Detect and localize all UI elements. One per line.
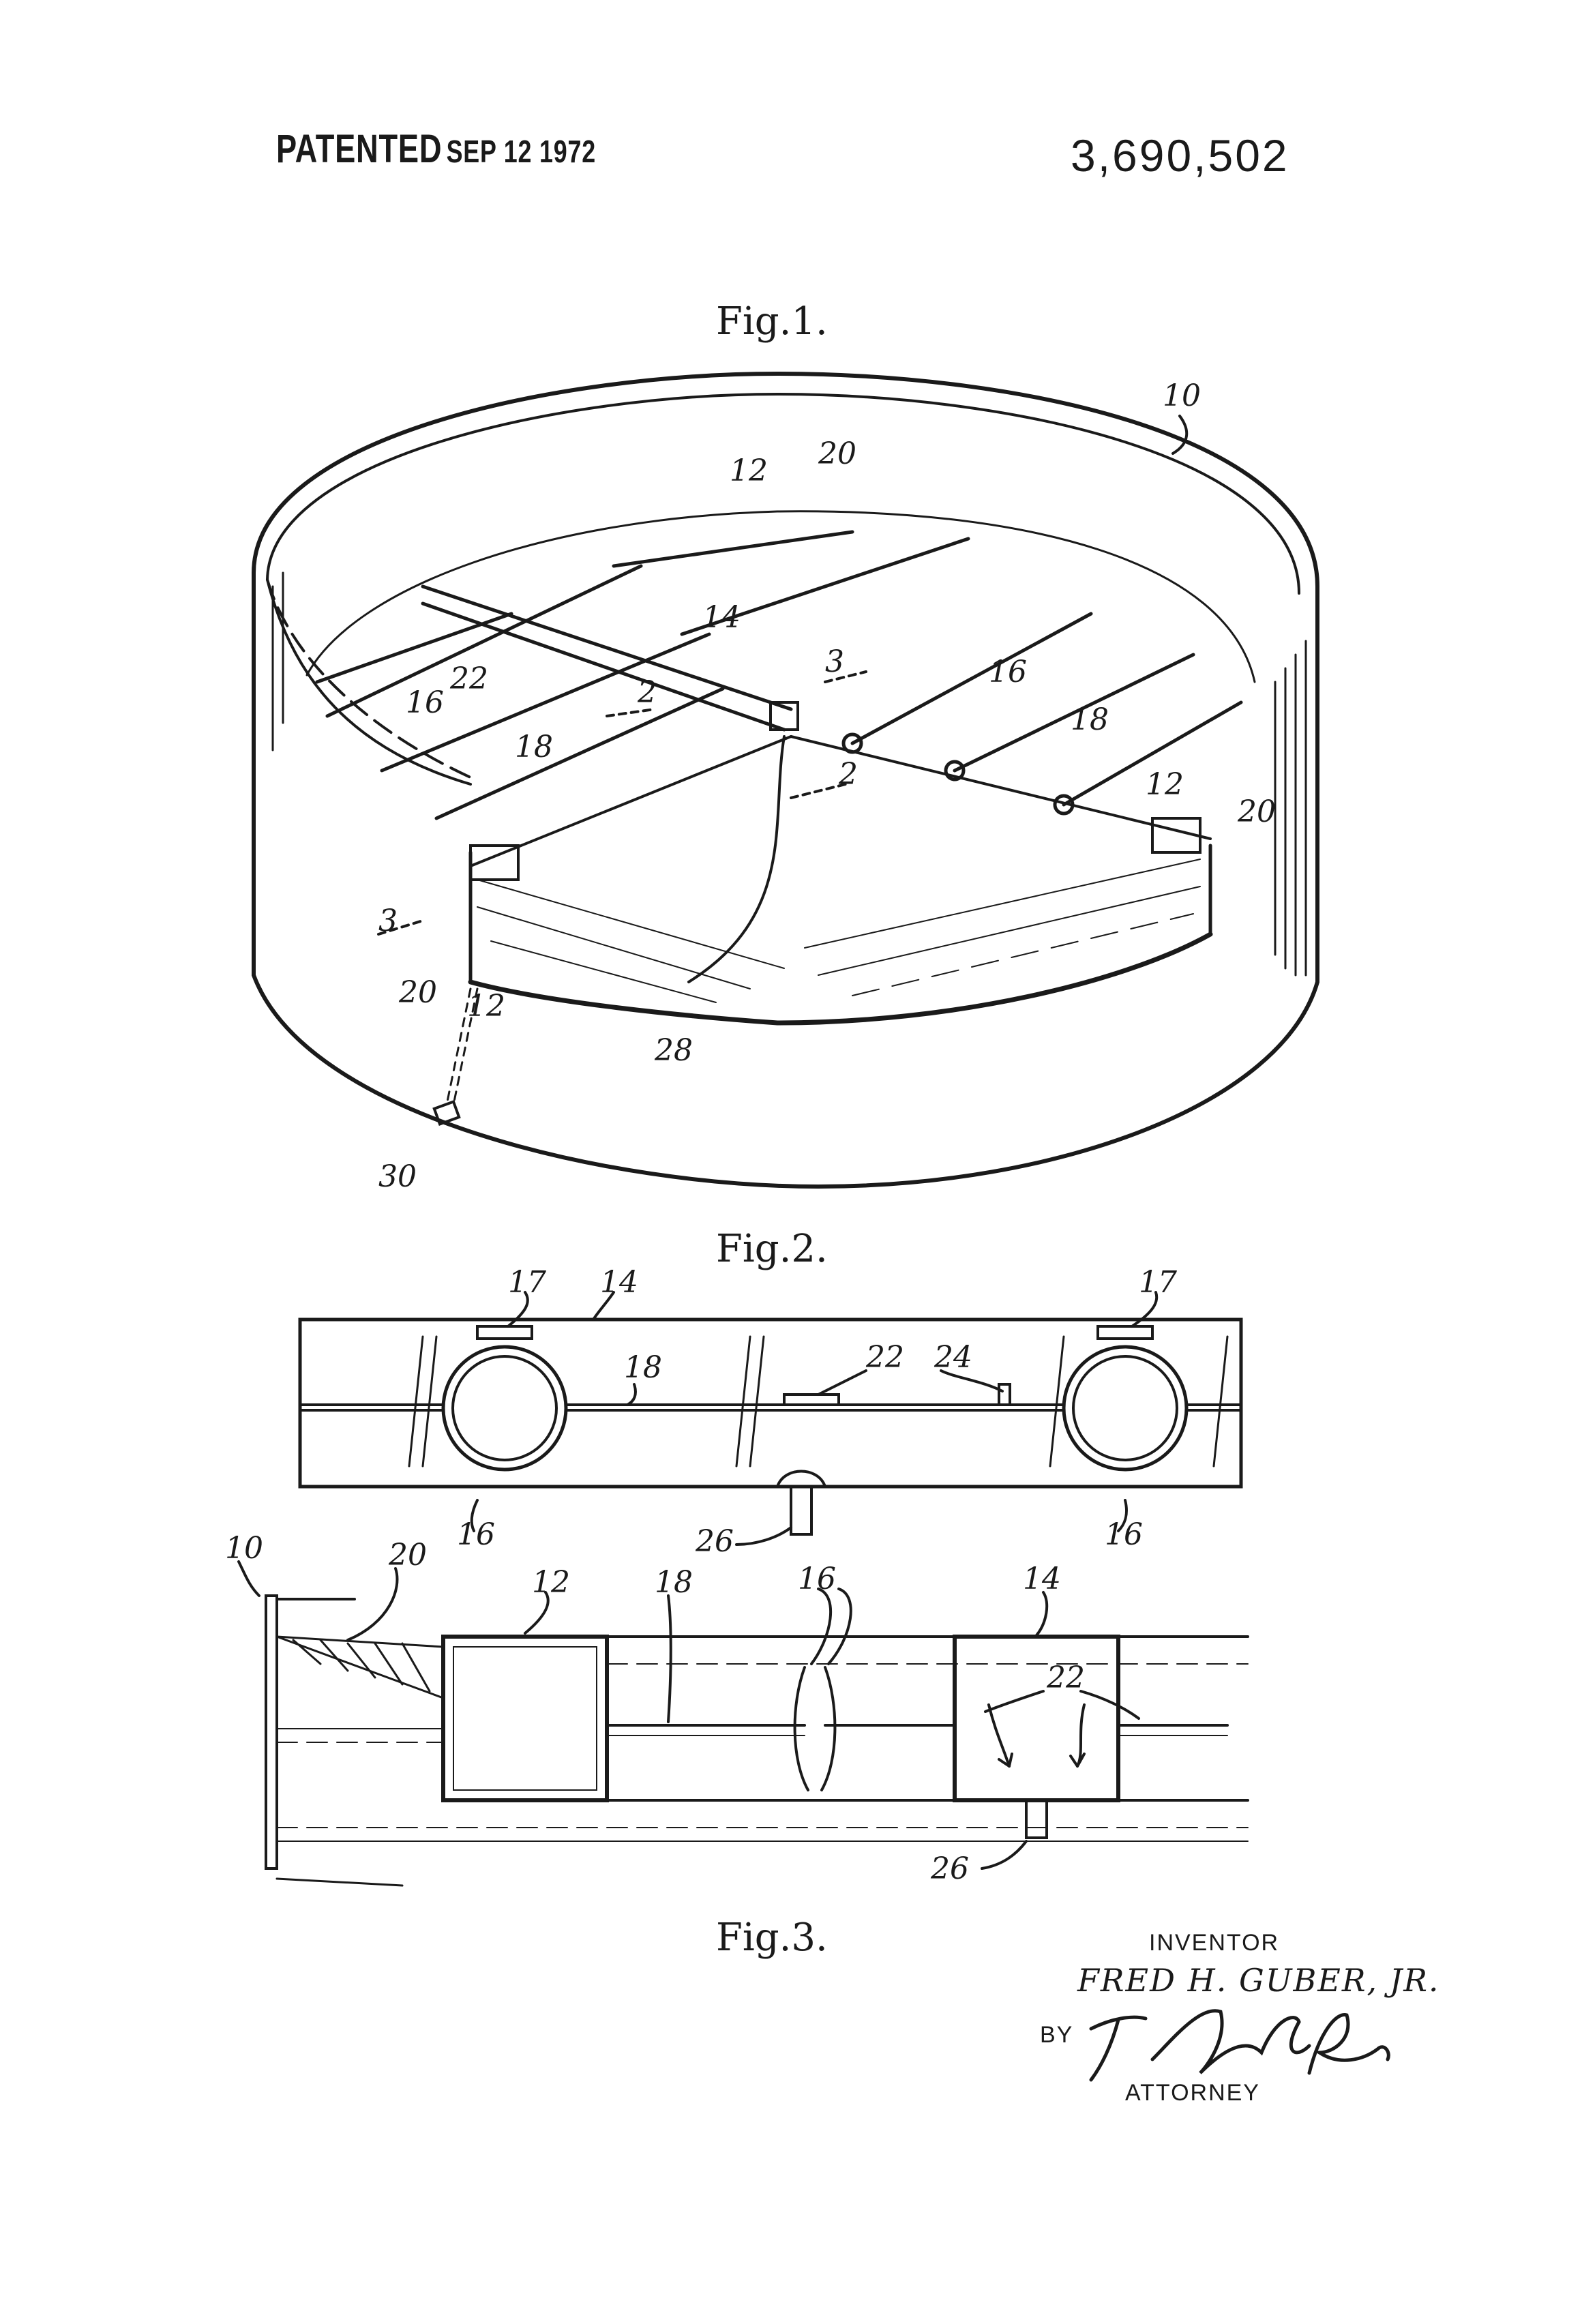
fig3-label-26: 26 xyxy=(930,1851,969,1886)
inventor-name: FRED H. GUBER, JR. xyxy=(1077,1962,1439,1999)
fig1-label-10: 10 xyxy=(1163,378,1201,413)
fig1-label-28: 28 xyxy=(654,1033,693,1068)
fig1-section-3-lower: 3 xyxy=(378,904,398,938)
fig1-label-12-left: 12 xyxy=(467,989,505,1024)
fig2-label-18: 18 xyxy=(624,1350,662,1385)
fig1-label-18-left: 18 xyxy=(515,730,553,764)
fig1-section-2-upper: 2 xyxy=(637,675,657,710)
fig3-label-12: 12 xyxy=(532,1565,570,1600)
fig3-label-16: 16 xyxy=(798,1562,836,1596)
fig1-label-20-right: 20 xyxy=(1237,794,1276,829)
fig1-label-22: 22 xyxy=(449,661,488,696)
by-label: BY xyxy=(1040,2022,1073,2048)
fig2-label-17-left: 17 xyxy=(508,1265,546,1300)
fig1-title: Fig.1. xyxy=(716,299,828,344)
fig1-label-16-left: 16 xyxy=(406,685,444,720)
fig2-label-16-right: 16 xyxy=(1105,1517,1143,1552)
attorney-signature xyxy=(1091,2011,1388,2080)
fig3-label-14: 14 xyxy=(1023,1562,1061,1596)
fig3-drawing xyxy=(239,1562,1248,1886)
fig3-label-20: 20 xyxy=(388,1538,427,1573)
fig2-label-24: 24 xyxy=(934,1340,972,1375)
fig1-label-12-right: 12 xyxy=(1146,767,1184,802)
fig2-label-26: 26 xyxy=(695,1524,734,1559)
fig2-drawing xyxy=(300,1292,1241,1545)
fig1-label-30: 30 xyxy=(378,1159,417,1194)
fig1-label-20-left: 20 xyxy=(398,975,437,1010)
attorney-label: ATTORNEY xyxy=(1125,2080,1260,2106)
fig3-label-22: 22 xyxy=(1046,1660,1085,1695)
fig3-title: Fig.3. xyxy=(716,1916,828,1960)
fig1-label-16-right: 16 xyxy=(989,655,1027,689)
fig1-label-12-top: 12 xyxy=(730,453,768,488)
fig2-label-22: 22 xyxy=(865,1340,904,1375)
fig3-label-18: 18 xyxy=(655,1565,693,1600)
fig2-label-14: 14 xyxy=(600,1265,638,1300)
fig2-label-17-right: 17 xyxy=(1139,1265,1177,1300)
fig2-title: Fig.2. xyxy=(716,1227,828,1271)
fig1-label-14: 14 xyxy=(702,600,741,635)
fig3-label-10: 10 xyxy=(225,1531,263,1566)
inventor-label: INVENTOR xyxy=(1149,1930,1279,1956)
fig2-label-16-left: 16 xyxy=(457,1517,495,1552)
fig1-label-20-top: 20 xyxy=(818,436,856,471)
fig1-section-2-lower: 2 xyxy=(838,757,858,792)
fig1-section-3-upper: 3 xyxy=(825,644,844,679)
fig1-label-18-right: 18 xyxy=(1071,702,1109,737)
